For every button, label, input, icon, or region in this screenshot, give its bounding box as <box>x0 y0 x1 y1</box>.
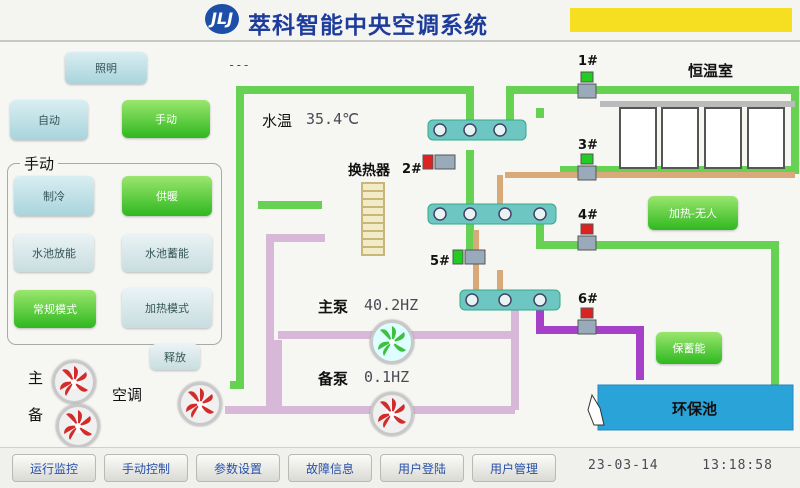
valve-actuators <box>422 71 594 319</box>
main-pump-icon[interactable] <box>370 320 414 364</box>
nav-user-management[interactable]: 用户管理 <box>472 454 556 482</box>
heating-button[interactable]: 供暖 <box>122 176 212 216</box>
valve-6-label: 6# <box>578 292 598 307</box>
pool-store-button[interactable]: 水池蓄能 <box>122 234 212 272</box>
lighting-button[interactable]: 照明 <box>65 52 147 84</box>
time-value: 13:18:58 <box>702 458 773 473</box>
pool-release-button[interactable]: 水池放能 <box>14 234 94 272</box>
eco-pool <box>597 384 794 431</box>
datetime-display: 23-03-14 13:18:58 <box>588 458 773 473</box>
normal-mode-button[interactable]: 常规模式 <box>14 290 96 328</box>
manual-button[interactable]: 手动 <box>122 100 210 138</box>
heat-exchanger <box>361 182 385 256</box>
dash-readout: --- <box>228 58 250 72</box>
valve-5-label: 5# <box>430 254 450 269</box>
backup-fan-label: 备 <box>28 406 44 424</box>
nav-manual-control[interactable]: 手动控制 <box>104 454 188 482</box>
header-status-bar <box>570 8 792 32</box>
valve-bodies <box>434 83 597 335</box>
boost-mode-button[interactable]: 加热模式 <box>122 288 212 328</box>
eco-pool-label: 环保池 <box>672 400 718 418</box>
radiators <box>600 101 795 169</box>
valve-3-label: 3# <box>578 138 598 153</box>
date-value: 23-03-14 <box>588 458 659 473</box>
nav-user-login[interactable]: 用户登陆 <box>380 454 464 482</box>
backup-fan-icon[interactable] <box>56 404 100 448</box>
storage-button[interactable]: 保蓄能 <box>656 332 722 364</box>
heating-none-button[interactable]: 加热-无人 <box>648 196 738 230</box>
valve-4-label: 4# <box>578 208 598 223</box>
main-pump-label: 主泵 <box>318 298 349 316</box>
manifolds <box>427 119 561 311</box>
valve-2-label: 2# <box>402 162 422 177</box>
backup-pump-label: 备泵 <box>318 370 349 388</box>
pipe-diagram <box>225 71 799 431</box>
aircon-label: 空调 <box>112 386 143 404</box>
backup-pump-hz: 0.1HZ <box>364 368 410 386</box>
auto-button[interactable]: 自动 <box>10 100 88 140</box>
release-button[interactable]: 释放 <box>150 344 200 370</box>
nav-parameter-settings[interactable]: 参数设置 <box>196 454 280 482</box>
aircon-fan-icon[interactable] <box>178 382 222 426</box>
orange-pipes <box>473 172 795 300</box>
main-fan-label: 主 <box>28 369 44 387</box>
valve-1-label: 1# <box>578 54 598 69</box>
pointer-cursor <box>587 393 605 426</box>
main-fan-icon[interactable] <box>52 360 96 404</box>
manual-group-box <box>7 163 222 345</box>
nav-run-monitor[interactable]: 运行监控 <box>12 454 96 482</box>
water-temp-label: 水温 <box>262 112 293 130</box>
backup-pump-icon[interactable] <box>370 392 414 436</box>
logo: JLJ <box>205 4 239 34</box>
nav-fault-info[interactable]: 故障信息 <box>288 454 372 482</box>
cooling-button[interactable]: 制冷 <box>14 176 94 216</box>
constant-room-label: 恒温室 <box>688 62 734 80</box>
manual-group-label: 手动 <box>20 153 59 174</box>
water-temp-value: 35.4℃ <box>306 110 359 128</box>
main-pump-hz: 40.2HZ <box>364 296 419 314</box>
app-title: 萃科智能中央空调系统 <box>248 13 488 39</box>
heat-exchanger-label: 换热器 <box>348 163 390 179</box>
